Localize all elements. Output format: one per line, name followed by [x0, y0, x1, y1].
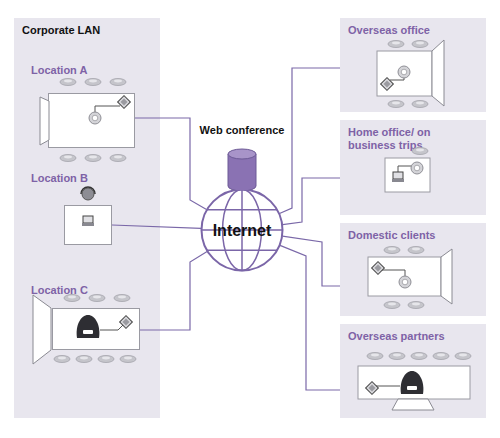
node-heading: Corporate LAN	[22, 24, 100, 37]
node-heading: Domestic clients	[348, 229, 478, 242]
web-conference-server: Web conference	[190, 124, 294, 190]
connector-line	[283, 178, 340, 225]
connector-line	[280, 68, 341, 214]
node-heading: Location C	[31, 284, 131, 297]
location-desk: Location B	[64, 205, 112, 245]
node-heading: Web conference	[190, 124, 294, 137]
site-panel: Overseas partners	[340, 324, 486, 418]
node-heading: Home office/ on business trips	[348, 126, 452, 152]
location-room: Location A	[48, 93, 135, 148]
node-heading: Location B	[31, 172, 131, 185]
site-panel: Overseas office	[340, 18, 486, 112]
node-heading: Location A	[31, 64, 131, 77]
location-room: Location C	[52, 308, 140, 350]
connector-line	[283, 236, 341, 286]
site-panel: Home office/ on business trips	[340, 120, 486, 215]
node-heading: Overseas office	[348, 24, 478, 37]
node-heading: Overseas partners	[348, 330, 478, 343]
lan-panel: Corporate LAN Location A Location B Locatio…	[14, 18, 160, 418]
node-heading: Internet	[200, 188, 284, 272]
site-panel: Domestic clients	[340, 223, 486, 316]
internet-globe: Internet	[200, 188, 284, 272]
connector-line	[280, 245, 340, 390]
